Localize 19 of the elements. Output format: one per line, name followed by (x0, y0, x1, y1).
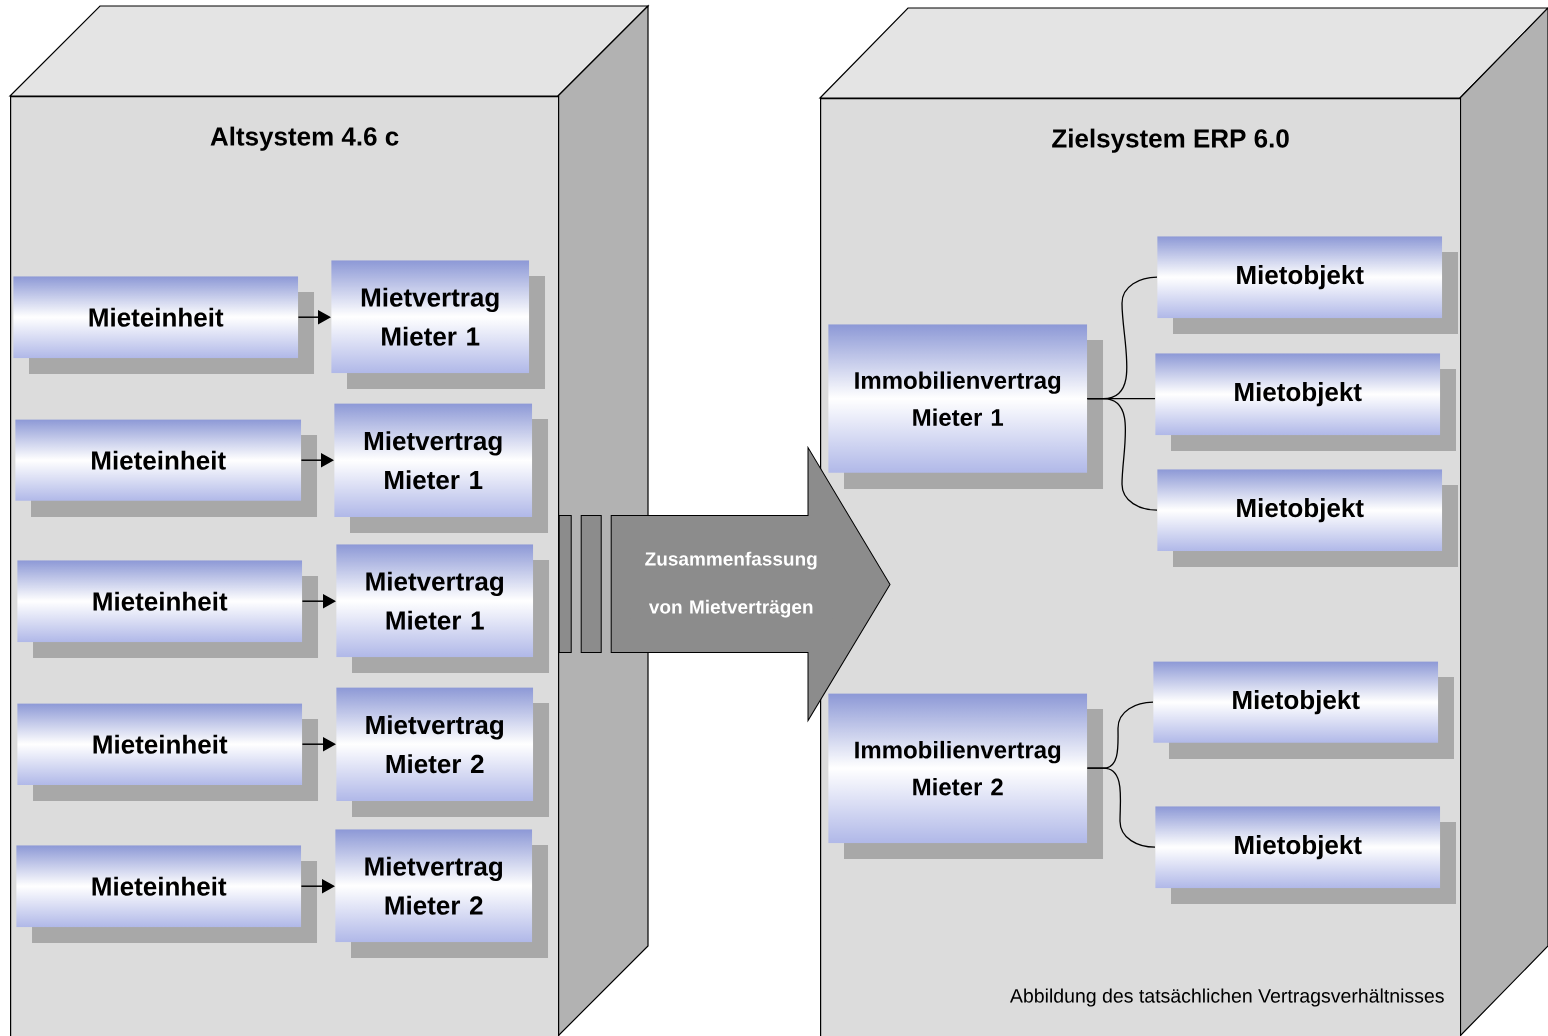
gradient-box: Immobilienvertrag Mieter 2 (828, 693, 1103, 859)
brace-line (1086, 767, 1156, 848)
gradient-box: Mietobjekt (1157, 469, 1458, 567)
gradient-box: Mieteinheit (15, 419, 317, 517)
gradient-box: Mieteinheit (16, 845, 317, 943)
gradient-box: Mietvertrag Mieter 2 (335, 829, 548, 958)
gradient-box: Mietobjekt (1155, 806, 1456, 904)
gradient-box: Mietvertrag Mieter 2 (336, 687, 549, 817)
brace-line (1086, 398, 1158, 511)
gradient-box: Mieteinheit (17, 560, 318, 658)
gradient-box: Immobilienvertrag Mieter 1 (828, 324, 1103, 489)
gradient-box: Mietobjekt (1155, 353, 1456, 451)
gradient-box: Mietobjekt (1157, 236, 1458, 334)
gradient-box: Mieteinheit (17, 703, 318, 801)
gradient-box: Mietvertrag Mieter 1 (331, 260, 545, 389)
gradient-box: Mietvertrag Mieter 1 (336, 544, 549, 673)
gradient-box: Mieteinheit (13, 276, 314, 374)
gradient-box: Mietvertrag Mieter 1 (334, 403, 548, 533)
gradient-box: Mietobjekt (1153, 661, 1454, 759)
